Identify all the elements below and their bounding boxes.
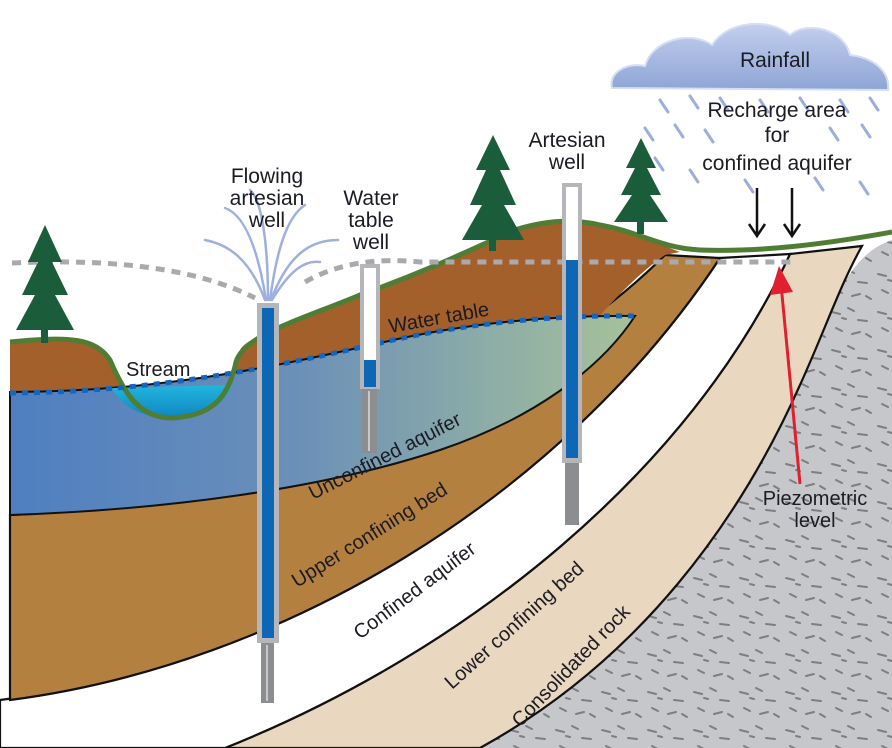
flowing-artesian-well-line-2: artesian bbox=[230, 187, 305, 210]
artesian-well-label: Artesian well bbox=[528, 129, 605, 174]
stream-label: Stream bbox=[126, 359, 190, 381]
rain-cloud bbox=[610, 22, 890, 92]
flowing-artesian-well-line-3: well bbox=[248, 209, 285, 232]
water-table-well-line-3: well bbox=[352, 231, 389, 254]
flowing-artesian-well-label: Flowing artesian well bbox=[230, 165, 305, 232]
recharge-arrows bbox=[747, 188, 802, 239]
piezometric-level-line-1: Piezometric bbox=[763, 488, 867, 510]
rainfall-label: Rainfall bbox=[740, 49, 810, 72]
tree-icon bbox=[614, 138, 668, 234]
piezometric-level-label: Piezometric level bbox=[763, 488, 867, 532]
water-table-well-label: Water table well bbox=[343, 187, 398, 254]
flowing-artesian-well-line-1: Flowing bbox=[231, 165, 303, 188]
water-table-well bbox=[360, 264, 380, 453]
water-table-well-line-1: Water bbox=[343, 187, 398, 210]
recharge-area-label: Recharge area for confined aquifer bbox=[702, 99, 851, 175]
piezometric-arrow bbox=[770, 266, 802, 485]
tree-icon bbox=[462, 135, 524, 251]
artesian-well-line-2: well bbox=[548, 151, 585, 174]
recharge-area-line-1: Recharge area bbox=[708, 99, 847, 122]
artesian-well bbox=[562, 183, 582, 525]
water-table-well-line-2: table bbox=[348, 209, 394, 232]
consolidated-rock-layer bbox=[480, 240, 892, 748]
piezometric-level-line-2: level bbox=[794, 510, 835, 532]
recharge-area-line-2: for bbox=[765, 124, 790, 147]
artesian-well-line-1: Artesian bbox=[528, 129, 605, 152]
tree-icon bbox=[16, 225, 74, 343]
fountain-spray bbox=[203, 188, 340, 302]
flowing-artesian-well bbox=[257, 303, 279, 703]
recharge-area-line-3: confined aquifer bbox=[702, 152, 851, 175]
rain-drops bbox=[643, 94, 880, 196]
